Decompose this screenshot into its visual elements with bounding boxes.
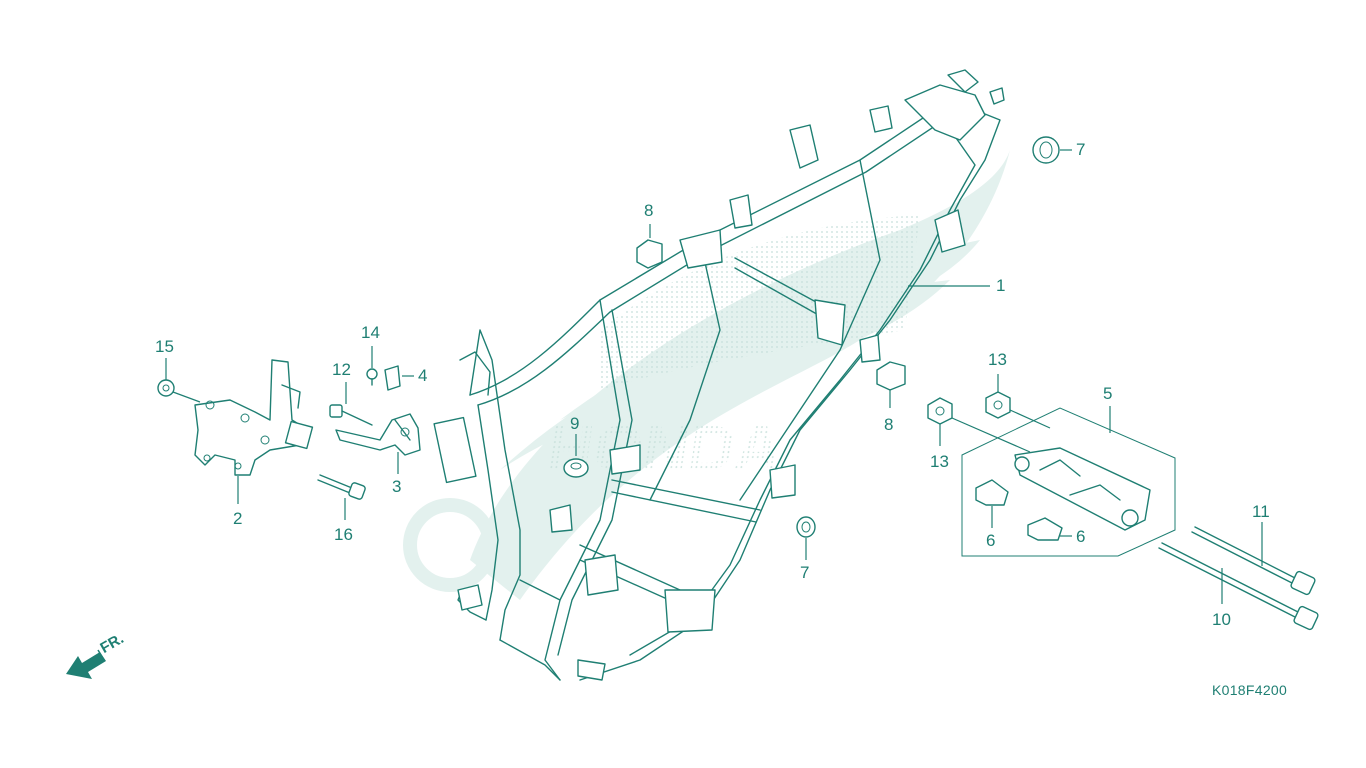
bracket-part-2 [194, 359, 314, 476]
stopper-part-6-right [1027, 517, 1063, 541]
callout-9: 9 [570, 414, 580, 433]
callout-14: 14 [361, 323, 380, 342]
rubber-part-8-lower [876, 361, 906, 391]
bracket-part-3 [335, 413, 421, 456]
callout-1: 1 [996, 276, 1006, 295]
callout-7-lower: 7 [800, 563, 810, 582]
callout-13-left: 13 [930, 452, 949, 471]
callout-6-left: 6 [986, 531, 996, 550]
callout-10: 10 [1212, 610, 1231, 629]
callout-15: 15 [155, 337, 174, 356]
nut-part-13-right [985, 391, 1011, 419]
callout-8-lower: 8 [884, 415, 894, 434]
callout-7-upper: 7 [1076, 140, 1086, 159]
nut-part-13-left [927, 397, 953, 425]
honda-wing-watermark: HONDA [403, 150, 1010, 600]
rubber-part-8-upper [636, 239, 663, 269]
callout-3: 3 [392, 477, 402, 496]
nut-part-15 [157, 379, 175, 397]
front-direction-arrow-icon [66, 649, 106, 679]
callout-16: 16 [334, 525, 353, 544]
collar-part-9 [563, 458, 589, 478]
stopper-part-6-left [975, 479, 1009, 506]
callout-6-right: 6 [1076, 527, 1086, 546]
callout-4: 4 [418, 366, 428, 385]
screw-part-14 [366, 368, 378, 386]
grommet-part-7-upper [1032, 136, 1060, 164]
callout-11: 11 [1252, 502, 1270, 521]
bolt-part-11 [1191, 526, 1316, 596]
main-frame [433, 69, 1005, 681]
callout-13-right: 13 [988, 350, 1007, 369]
bolt-part-16 [317, 474, 366, 500]
clip-part-4 [384, 365, 401, 391]
callout-2: 2 [233, 509, 243, 528]
callout-5: 5 [1103, 384, 1113, 403]
leader-lines [165, 149, 1263, 604]
hanger-assembly-part-5 [961, 407, 1176, 557]
bolt-part-10 [1158, 542, 1319, 631]
diagram-code: K018F4200 [1212, 682, 1288, 698]
grommet-part-7-lower [796, 516, 816, 538]
bolt-part-12 [329, 404, 373, 426]
callout-8-upper: 8 [644, 201, 654, 220]
callout-12: 12 [332, 360, 351, 379]
